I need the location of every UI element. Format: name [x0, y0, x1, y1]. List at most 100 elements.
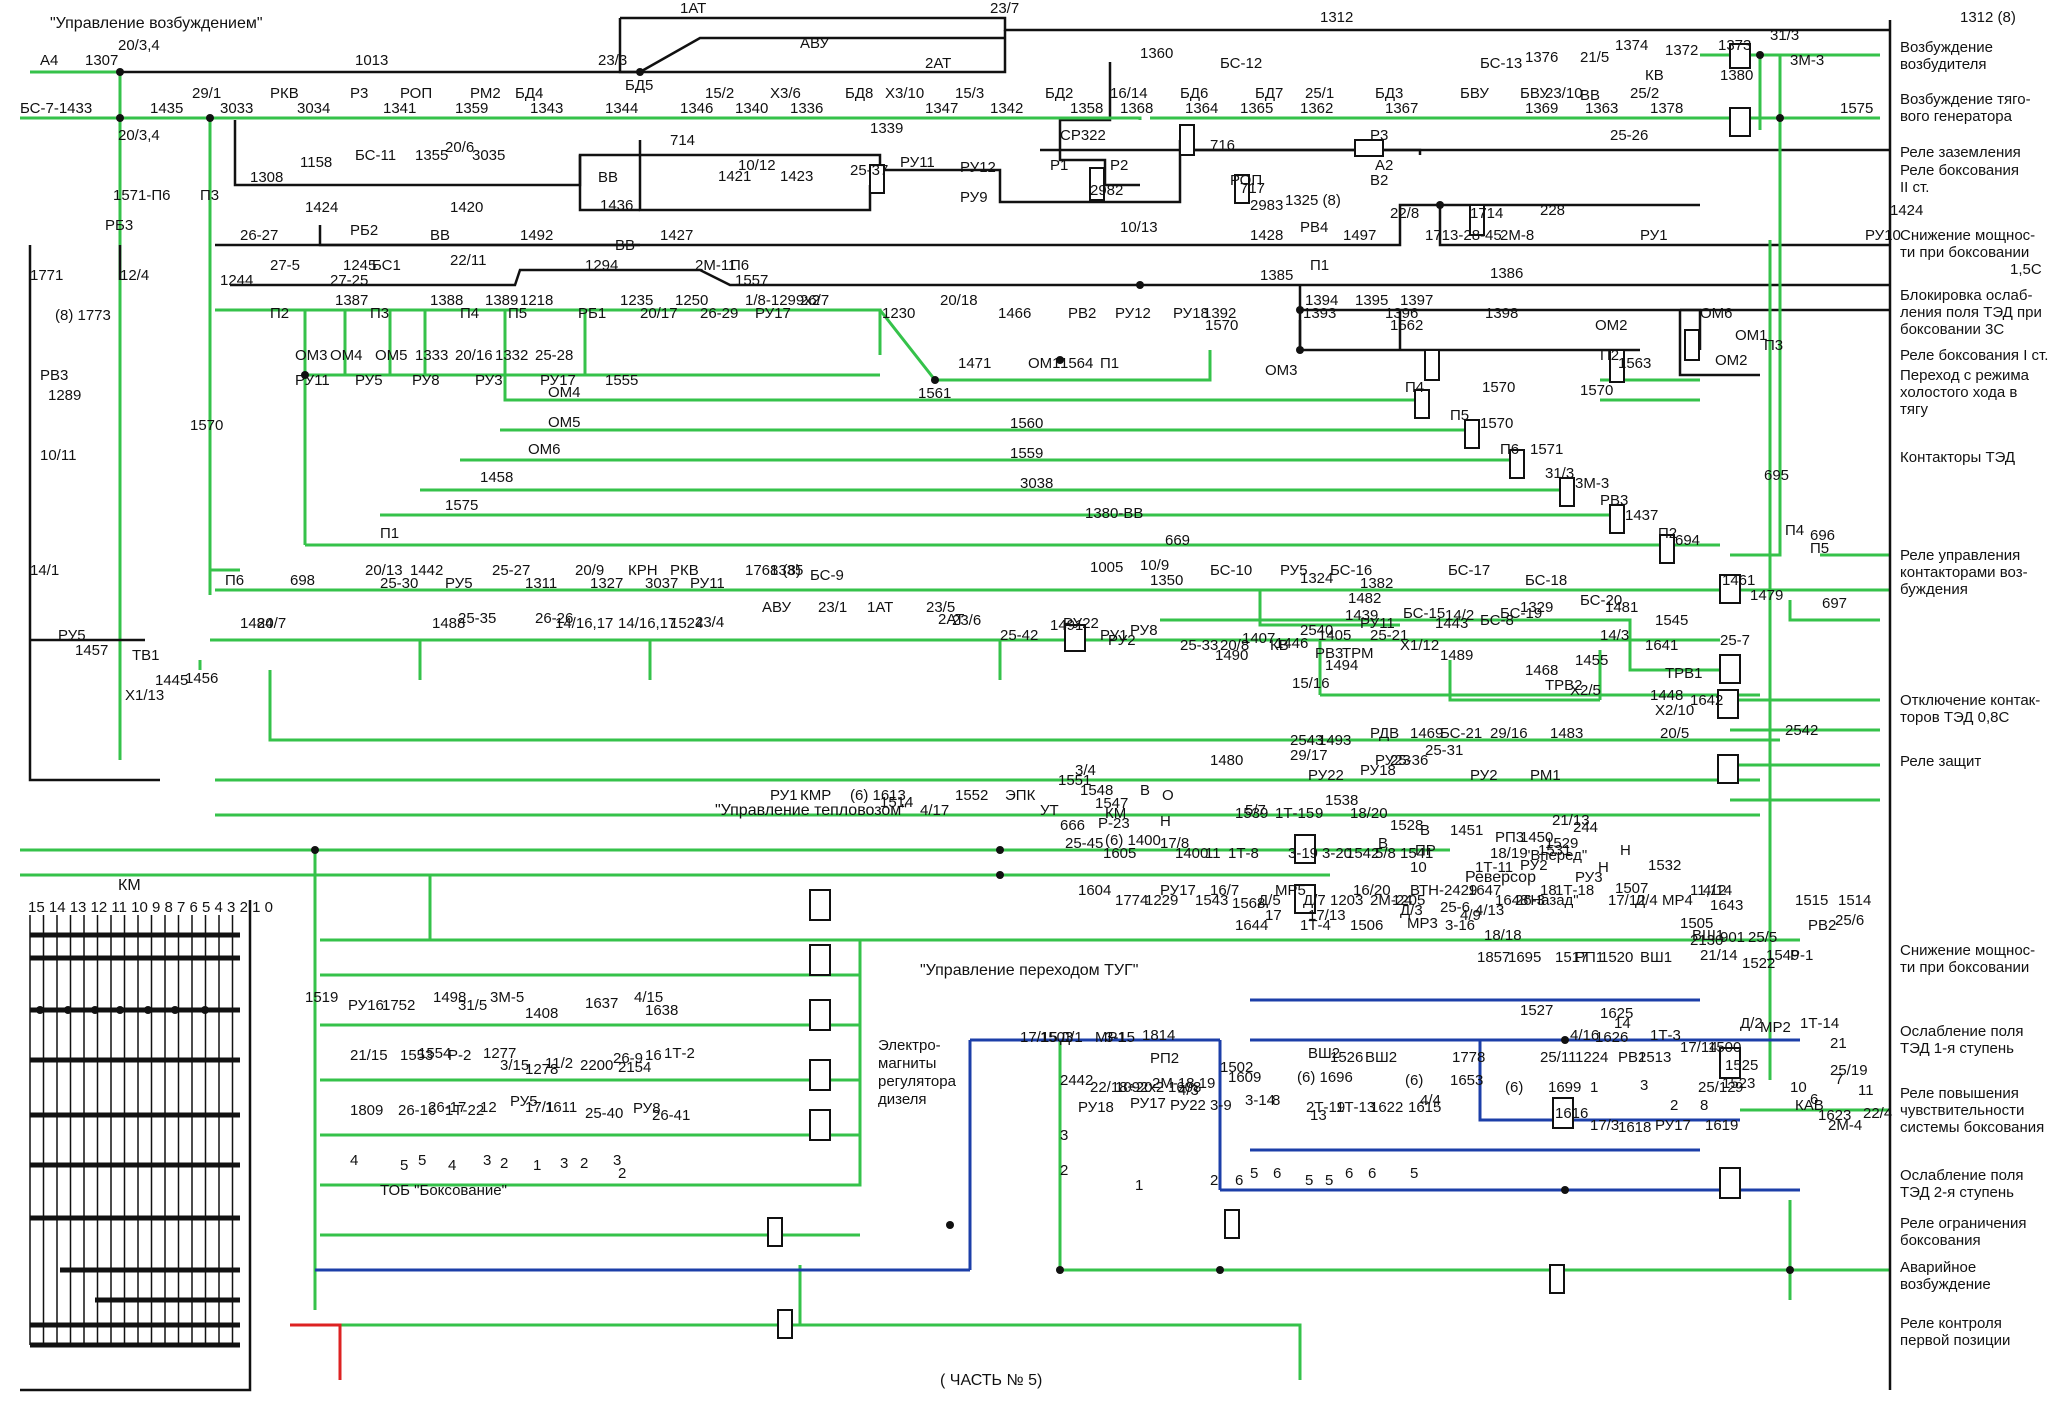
wire-label: 1559 — [1010, 445, 1043, 462]
wire-label: 1524 — [670, 615, 703, 632]
wire-label: РВ2 — [1808, 917, 1836, 934]
wire-label: КМР — [800, 787, 831, 804]
excitation-title: "Управление возбуждением" — [50, 15, 263, 32]
wire-label: 228 — [1540, 202, 1565, 219]
wire-label: 1386 — [1490, 265, 1523, 282]
wire-label: 1648 — [1495, 892, 1528, 909]
wire-label: 25-7 — [1720, 632, 1750, 649]
wire-label: 2200 — [580, 1057, 613, 1074]
wire-label: 1491 — [1050, 617, 1083, 634]
wire-label: 20/8 — [1220, 637, 1249, 654]
wire-label: 1350 — [1150, 572, 1183, 589]
wire-label: РВ4 — [1300, 219, 1328, 236]
right-description-line: ТЭД 1-я ступень — [1900, 1040, 2014, 1057]
wire-label: 1527 — [1520, 1002, 1553, 1019]
wire-label: 17/12 — [1608, 892, 1646, 909]
wire-label: 1493 — [1318, 732, 1351, 749]
wire-label: РДВ — [1370, 725, 1399, 742]
wire-label: 5 — [1325, 1172, 1333, 1189]
wire-label: 5 — [418, 1152, 426, 1169]
right-description-line: ти при боксовании — [1900, 959, 2029, 976]
wire-label: 1343 — [530, 100, 563, 117]
wire-label: 1619 — [1705, 1117, 1738, 1134]
wire-label: БС-17 — [1448, 562, 1490, 579]
wire-label: 2 — [1670, 1097, 1678, 1114]
wire-label: 20/3,4 — [118, 37, 160, 54]
wire-label: 5/7 — [1245, 802, 1266, 819]
wire-label: ОМ5 — [548, 414, 581, 431]
right-description-line: Контакторы ТЭД — [1900, 449, 2015, 466]
wire-label: В — [1378, 835, 1388, 852]
wire-label: ВШ2 — [1365, 1049, 1397, 1066]
wire-label: 1Т-22 — [445, 1102, 484, 1119]
km-controller-table — [29, 915, 240, 1348]
wire-label: 1396 — [1385, 305, 1418, 322]
wire-label: 1360 — [1140, 45, 1173, 62]
wire-label: 1Т-13 — [1336, 1099, 1375, 1116]
wire-label: 1336 — [790, 100, 823, 117]
wire-label: 1502 — [1220, 1059, 1253, 1076]
wire-label: БС-15 — [1403, 605, 1445, 622]
wire-label: БС-18 — [1525, 572, 1567, 589]
wire-label: 1626 — [1595, 1029, 1628, 1046]
wire-label: 22/18÷20 — [1090, 1079, 1152, 1096]
wire-label: 12/4 — [120, 267, 149, 284]
right-description-line: боксовании 3С — [1900, 321, 2004, 338]
wire-label: 1498 — [433, 989, 466, 1006]
wire-label: 1277 — [483, 1045, 516, 1062]
right-description-line: Блокировка ослаб- — [1900, 287, 2032, 304]
wire-label: (6) 1400 — [1105, 832, 1161, 849]
wire-label: Х3/10 — [885, 85, 924, 102]
wire-label: 1541 — [1400, 845, 1433, 862]
wire-label: 1615 — [1408, 1099, 1441, 1116]
wire-label: 1382 — [1360, 575, 1393, 592]
wire-label: Х1/13 — [125, 687, 164, 704]
wire-label: 29/1 — [192, 85, 221, 102]
wire-label: 3 — [613, 1152, 621, 1169]
wire-label: 26-41 — [652, 1107, 690, 1124]
wire-label: 25-37 — [850, 162, 888, 179]
wire-label: 20/6 — [445, 139, 474, 156]
wire-label: 1 — [1135, 1177, 1143, 1194]
wire-label: Д/4 — [1635, 892, 1658, 909]
wire-label: 1423 — [780, 168, 813, 185]
junction-dot — [116, 68, 124, 76]
wire-label: 25-30 — [380, 575, 418, 592]
wire-label: РУ5 — [510, 1093, 538, 1110]
wire-label: 698 — [290, 572, 315, 589]
wire-label: 1513 — [1638, 1049, 1671, 1066]
wire-label: 1312 (8) — [1960, 9, 2016, 26]
wire-label: КВ — [1645, 67, 1664, 84]
electromagnets-label-line: дизеля — [878, 1091, 927, 1108]
right-description-line: Ослабление поля — [1900, 1023, 2023, 1040]
wire-label: 1АТ — [867, 599, 893, 616]
wire-label: 1358 — [1070, 100, 1103, 117]
wire-label: 1570 — [1480, 415, 1513, 432]
wire-label: 17/14 — [1680, 1039, 1718, 1056]
wire-label: Н — [1620, 842, 1631, 859]
right-description-line: тягу — [1900, 401, 1928, 418]
wire-label: 1568 — [1232, 895, 1265, 912]
wire-label: 9 — [1735, 1079, 1743, 1096]
wire-label: 1494 — [1325, 657, 1358, 674]
right-description-line: чувствительности — [1900, 1102, 2024, 1119]
right-description-line: торов ТЭД 0,8С — [1900, 709, 2009, 726]
relay-coil — [1609, 349, 1625, 383]
wire-label: 2442 — [1060, 1072, 1093, 1089]
wire-label: 14 — [1614, 1015, 1631, 1032]
wire-label: РУ11 — [1360, 615, 1395, 632]
wire-label: 4/13 — [1475, 902, 1504, 919]
wire-label: Р2 — [1110, 157, 1128, 174]
wire-label: 1618 — [1618, 1119, 1651, 1136]
wire-label: 1549 — [1766, 947, 1799, 964]
wire-label: Д/3 — [1400, 902, 1423, 919]
wire-label: КРН — [628, 562, 658, 579]
wire-label: 15/2 — [705, 85, 734, 102]
wire-label: РКВ — [270, 85, 299, 102]
km-position-dot — [36, 1006, 44, 1014]
junction-dot — [931, 376, 939, 384]
wire-label: Х2/10 — [1655, 702, 1694, 719]
wire-label: П5 — [1810, 540, 1829, 557]
junction-dots — [116, 51, 1794, 1274]
relay-coil — [1717, 689, 1739, 719]
